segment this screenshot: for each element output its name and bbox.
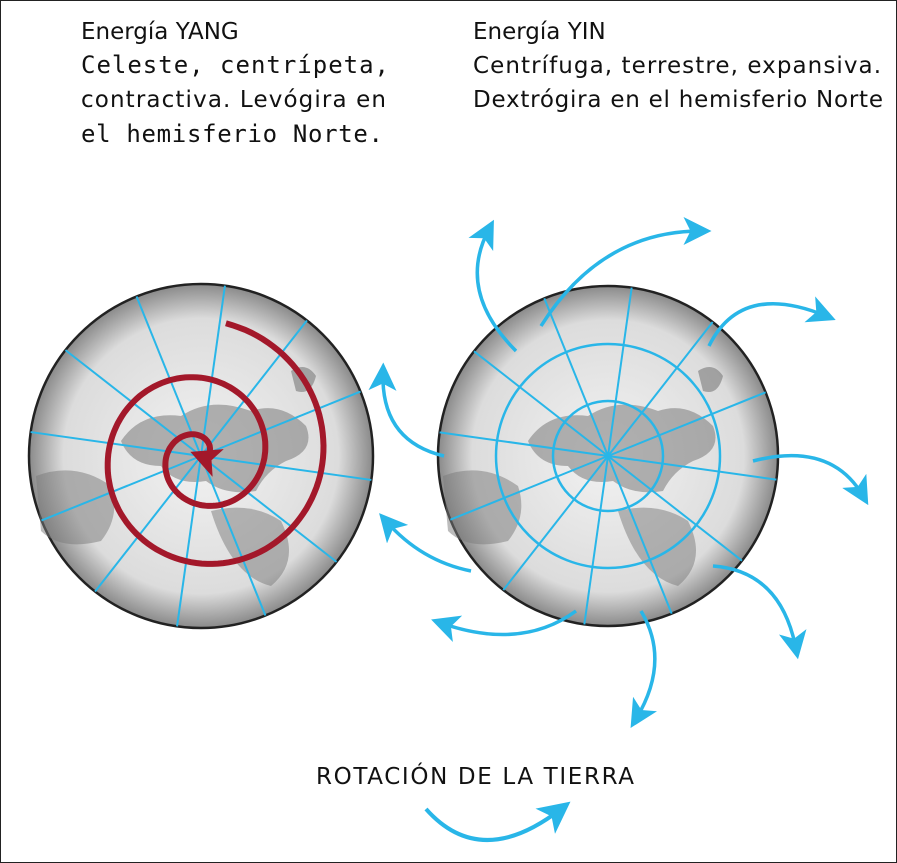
concentric-circle: [551, 399, 665, 513]
meridian-line: [607, 321, 714, 457]
yang-title: Energía YANG: [81, 19, 239, 45]
meridian-line: [200, 285, 226, 457]
meridian-line: [607, 287, 633, 457]
meridian-line: [30, 431, 202, 457]
yang-line-1: Celeste, centrípeta,: [81, 51, 389, 79]
meridian-line: [135, 296, 202, 457]
outward-arrow: [379, 513, 472, 573]
yin-globe: [436, 284, 780, 628]
meridian-line: [200, 390, 361, 457]
outward-arrow: [468, 219, 518, 353]
meridian-line: [41, 455, 202, 522]
meridian-line: [583, 455, 609, 625]
meridian-line: [450, 455, 609, 521]
yin-outward-arrows: [368, 217, 869, 728]
yang-line-3: el hemisferio Norte.: [81, 120, 383, 148]
rotation-arrow: [424, 801, 571, 842]
yang-spiral: [104, 320, 327, 567]
yin-line-2: Dextrógira en el hemisferio Norte: [473, 87, 883, 113]
meridian-line: [502, 455, 609, 591]
concentric-circle: [494, 342, 722, 570]
meridian-line: [543, 298, 609, 457]
yin-title: Energía YIN: [473, 19, 606, 45]
outward-arrow: [539, 217, 712, 327]
yang-line-2: contractiva. Levógira en: [81, 87, 386, 113]
outward-arrow: [431, 609, 578, 642]
outward-arrow: [712, 564, 807, 660]
meridian-line: [176, 455, 202, 627]
outward-arrow: [752, 453, 869, 506]
meridian-line: [607, 455, 777, 481]
land-mass: [698, 367, 723, 392]
meridian-line: [200, 455, 372, 481]
outward-arrow: [707, 296, 836, 347]
meridian-line: [200, 319, 308, 457]
meridian-line: [473, 350, 609, 457]
meridian-line: [94, 455, 202, 593]
caption: ROTACIÓN DE LA TIERRA: [316, 762, 634, 790]
meridian-line: [607, 455, 673, 614]
meridian-line: [439, 431, 609, 457]
spiral-path: [104, 320, 327, 567]
yin-line-1: Centrífuga, terrestre, expansiva.: [473, 53, 881, 79]
meridian-line: [607, 391, 766, 457]
outward-arrow: [368, 362, 445, 458]
outward-arrow: [630, 610, 658, 728]
meridian-line: [607, 455, 743, 562]
meridian-line: [200, 455, 267, 616]
